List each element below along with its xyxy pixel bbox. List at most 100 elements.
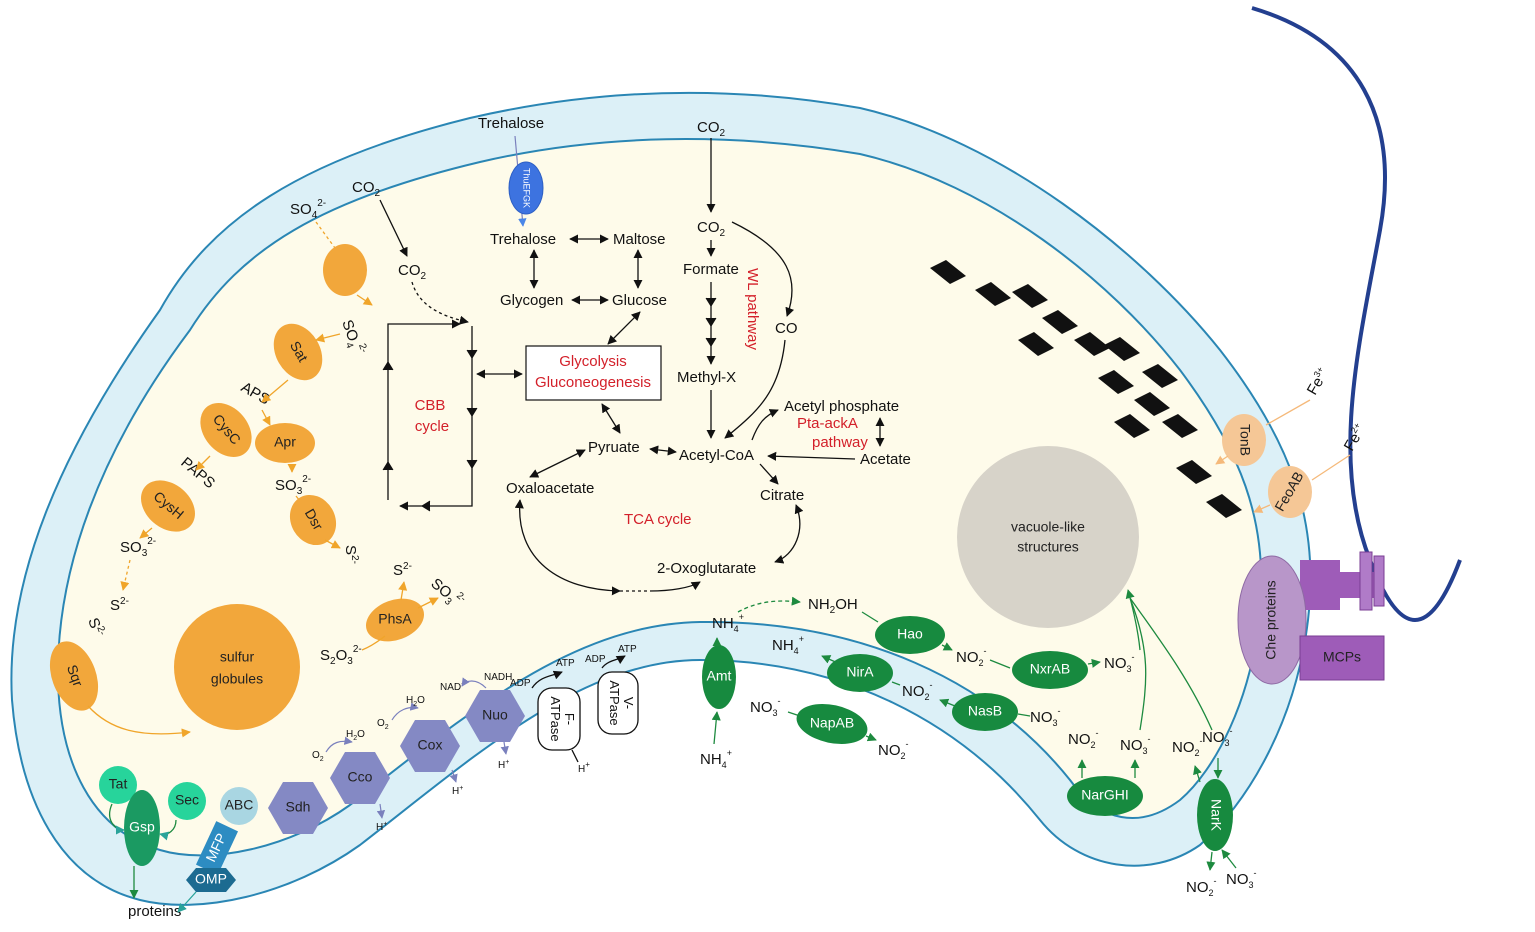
v-atp: ATP (618, 644, 637, 655)
thuefgk-label: ThuEFGK (522, 168, 532, 208)
che-proteins[interactable] (1237, 555, 1307, 685)
nh2oh-label: NH2OH (808, 596, 858, 616)
f-atpase[interactable] (537, 687, 581, 751)
so3-apr: SO32- (275, 474, 311, 497)
cycle-label: cycle (415, 418, 449, 435)
inclusion-bodies (930, 260, 1242, 518)
nh4-bottom: NH4+ (700, 748, 732, 770)
sulfur-globules (174, 604, 300, 730)
s2-left: S2- (110, 596, 129, 614)
cco-complex[interactable] (330, 752, 390, 804)
acetate-label: Acetate (860, 451, 911, 468)
thuefgk-transporter[interactable] (508, 161, 544, 215)
nark-transporter[interactable] (1197, 779, 1233, 851)
cco-label: Cco (348, 769, 373, 785)
gsp-label: Gsp (129, 819, 155, 835)
sec-protein[interactable] (168, 782, 206, 820)
no3-napab: NO3- (750, 696, 781, 718)
phsa-enzyme[interactable] (360, 591, 430, 649)
sqr-enzyme[interactable] (41, 635, 107, 718)
amt-transporter[interactable] (702, 645, 736, 709)
hao-enzyme[interactable] (875, 616, 945, 654)
f-atp: ATP (556, 658, 575, 669)
nadh-label: NADH (484, 672, 512, 683)
proteins-label: proteins (128, 903, 181, 920)
ext-so4: SO42- (290, 198, 326, 221)
flagellar-motor (1300, 551, 1385, 611)
cysh-enzyme[interactable] (131, 470, 205, 542)
narghi-label: NarGHI (1081, 787, 1128, 803)
nh4-amt: NH4+ (712, 612, 744, 634)
fe2-label: Fe2+ (1340, 421, 1369, 454)
cox-complex[interactable] (400, 720, 460, 772)
abc-transporter[interactable] (220, 787, 258, 825)
citrate-label: Citrate (760, 487, 804, 504)
no2-narghi: NO2- (1068, 728, 1099, 750)
nira-label: NirA (846, 664, 874, 680)
no2-nark-in: NO2- (1172, 736, 1203, 758)
sulfate-transporter[interactable] (323, 244, 367, 296)
v-atpase[interactable] (597, 671, 639, 735)
glycolysis-label: Glycolysis (559, 353, 627, 370)
h-cox: H+ (452, 785, 463, 797)
tonb-transporter[interactable] (1222, 414, 1266, 466)
nh4-nira: NH4+ (772, 634, 804, 656)
pta-label: Pta-ackA (797, 415, 858, 432)
h2o-cox: H2O (406, 695, 425, 708)
nasb-enzyme[interactable] (952, 693, 1018, 731)
trehalose-label: Trehalose (490, 231, 556, 248)
s2-phsa: S2- (393, 561, 412, 579)
glycolysis-box (525, 345, 662, 401)
sat-enzyme[interactable] (264, 315, 332, 389)
sdh-complex[interactable] (268, 782, 328, 834)
vacuole-like-structures (957, 446, 1139, 628)
v-adp: ADP (585, 654, 606, 665)
abc-label: ABC (225, 797, 254, 813)
co-label: CO (775, 320, 798, 337)
napab-enzyme[interactable] (793, 698, 871, 750)
narghi-enzyme[interactable] (1067, 776, 1143, 816)
omp-protein[interactable] (186, 868, 236, 892)
nuo-complex[interactable] (465, 690, 525, 742)
cysc-enzyme[interactable] (190, 393, 262, 467)
feoab-transporter[interactable] (1268, 466, 1312, 518)
no3-narghi: NO3- (1120, 734, 1151, 756)
cox-label: Cox (418, 737, 443, 753)
o2-cox: O2 (377, 718, 389, 731)
no2-napab: NO2- (878, 739, 909, 761)
no2-nira: NO2- (902, 680, 933, 702)
apr-label: Apr (274, 434, 296, 450)
oxoglutarate-label: 2-Oxoglutarate (657, 560, 756, 577)
phsa-label: PhsA (378, 611, 412, 627)
nuo-label: Nuo (482, 707, 508, 723)
nira-enzyme[interactable] (827, 654, 893, 692)
tat-protein[interactable] (99, 766, 137, 804)
f-adp: ADP (510, 678, 531, 689)
apr-enzyme[interactable] (255, 423, 315, 463)
h-fatpase: H+ (578, 760, 590, 775)
fe3-label: Fe3+ (1303, 365, 1332, 398)
vacuole-line1: vacuole-like (1011, 519, 1085, 535)
h2o-cco: H2O (346, 729, 365, 742)
flagellum (1251, 6, 1462, 622)
s2-dsr: S2- (342, 545, 360, 564)
mfp-protein[interactable] (195, 821, 239, 875)
h-cco: H+ (376, 821, 387, 833)
wl-pathway-label: WL pathway (744, 268, 761, 350)
oxaloacetate-label: Oxaloacetate (506, 480, 594, 497)
v-atpase-line1: V- (621, 697, 636, 709)
mcps[interactable] (1299, 635, 1385, 681)
f-atpase-line2: ATPase (548, 696, 563, 741)
formate-label: Formate (683, 261, 739, 278)
nark-label: NarK (1208, 799, 1224, 832)
h-nuo: H+ (498, 759, 509, 771)
tca-cycle-label: TCA cycle (624, 511, 692, 528)
maltose-label: Maltose (613, 231, 666, 248)
pyruvate-label: Pyruate (588, 439, 640, 456)
dsr-enzyme[interactable] (281, 486, 345, 553)
mcps-label: MCPs (1323, 649, 1361, 665)
gsp-protein[interactable] (124, 790, 160, 866)
sqr-label: Sqr (64, 663, 87, 689)
s2-sqr: S2- (84, 615, 107, 639)
nxrab-enzyme[interactable] (1012, 651, 1088, 689)
